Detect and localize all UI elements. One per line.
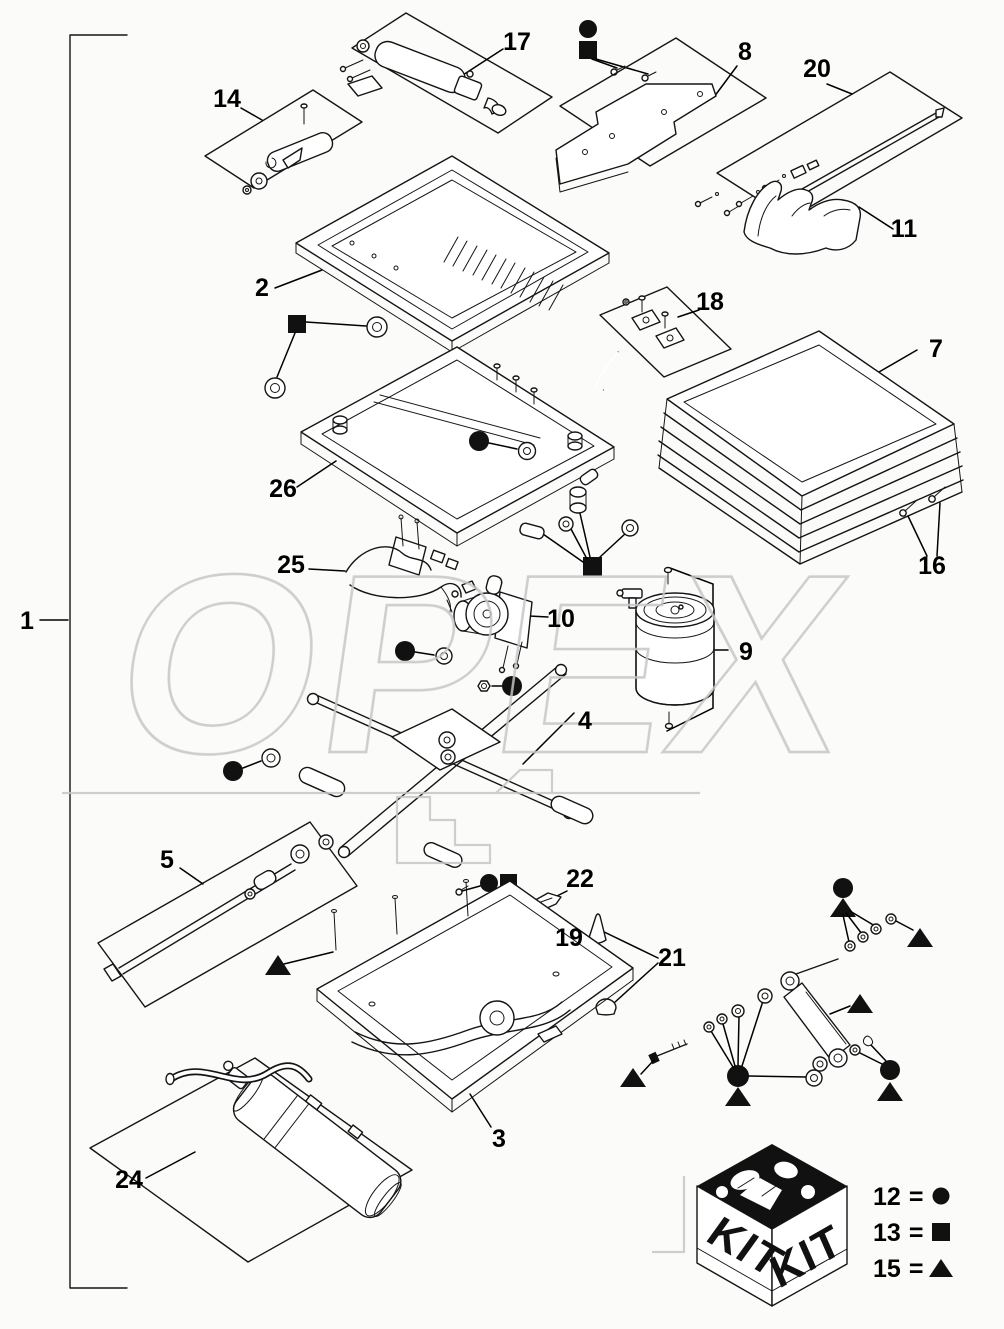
callout-8: 8 xyxy=(738,38,752,66)
part-11-molded-cover xyxy=(694,159,894,255)
callout-25: 25 xyxy=(277,551,305,579)
callout-18: 18 xyxy=(696,288,724,316)
callout-1: 1 xyxy=(20,607,34,635)
kit15-triangle-marker xyxy=(725,1087,751,1106)
callout-24: 24 xyxy=(115,1166,143,1194)
kit12-circle-marker xyxy=(579,20,597,38)
kit13-square-marker xyxy=(579,41,597,59)
part-24-air-tank xyxy=(89,1057,413,1263)
filled-triangle-icon xyxy=(929,1259,953,1277)
kit12-circle-marker xyxy=(833,878,853,898)
callout-17: 17 xyxy=(503,28,531,56)
part-7-bellows xyxy=(657,330,964,565)
part-16-screws xyxy=(899,486,946,557)
kit-marker-square-bushings xyxy=(264,315,388,399)
part-3-base-plate xyxy=(316,879,634,1128)
callout-2: 2 xyxy=(255,274,269,302)
kit-marker-circle-bushing-3 xyxy=(223,748,281,781)
callout-21: 21 xyxy=(658,944,686,972)
kit15-triangle-marker xyxy=(907,928,933,947)
callout-9: 9 xyxy=(739,638,753,666)
part-25-harness-bracket xyxy=(308,514,462,613)
part-26-upper-frame xyxy=(296,346,615,547)
callout-19: 19 xyxy=(555,924,583,952)
kit15-triangle-marker xyxy=(830,898,856,917)
kit-marker-circle-bushing-2 xyxy=(395,641,453,665)
callout-7: 7 xyxy=(929,335,943,363)
kit12-circle-marker xyxy=(502,676,522,696)
part-2-seat-frame xyxy=(274,155,610,353)
callout-4: 4 xyxy=(578,707,592,735)
legend-row-12: 12= xyxy=(873,1183,923,1211)
part-17-actuator-group xyxy=(339,12,553,134)
kit12-circle-marker xyxy=(880,1060,900,1080)
part-8-support-plate xyxy=(555,37,767,193)
callout-26: 26 xyxy=(269,475,297,503)
kit-marker-triangle-post xyxy=(265,951,334,975)
diagram-artwork xyxy=(39,12,964,1289)
part-14-actuator-group xyxy=(204,89,363,195)
watermark-text: OPEX xyxy=(102,522,867,807)
callout-22: 22 xyxy=(566,865,594,893)
kit-marker-square-isolators xyxy=(519,468,639,576)
part-10-compressor xyxy=(453,575,549,674)
kit15-triangle-marker xyxy=(877,1082,903,1101)
part-9-air-spring xyxy=(616,566,729,732)
kit-marker-circle-nut xyxy=(477,676,522,696)
kit12-circle-marker xyxy=(727,1065,749,1087)
kit12-circle-marker xyxy=(395,641,415,661)
filled-circle-icon xyxy=(932,1187,950,1205)
callout-3: 3 xyxy=(492,1125,506,1153)
kit-symbol-legend: 12= 13= 15= xyxy=(873,1183,953,1283)
kit15-triangle-marker xyxy=(265,955,291,975)
legend-row-13: 13= xyxy=(873,1219,923,1247)
kit12-circle-marker xyxy=(480,874,498,892)
kit-box-illustration: KIT KIT xyxy=(696,1144,850,1307)
kit12-circle-marker xyxy=(469,431,489,451)
kit-marker-circle-bushing xyxy=(469,431,537,461)
legend-row-15: 15= xyxy=(873,1255,923,1283)
part-18-clamp-group xyxy=(595,286,732,392)
callout-14: 14 xyxy=(213,85,241,113)
kit15-triangle-marker xyxy=(847,994,873,1013)
callout-10: 10 xyxy=(547,605,575,633)
kit13-square-marker xyxy=(288,315,306,333)
assembly-bracket xyxy=(39,34,128,1289)
part-4-scissor-linkage xyxy=(298,663,594,868)
watermark: OPEX xyxy=(62,521,868,1254)
kit-markers-part8 xyxy=(579,20,657,82)
callout-5: 5 xyxy=(160,846,174,874)
filled-square-icon xyxy=(932,1223,950,1241)
callout-16: 16 xyxy=(918,552,946,580)
shock-absorber-cluster xyxy=(620,878,933,1106)
kit15-triangle-marker xyxy=(620,1068,646,1087)
kit13-square-marker xyxy=(583,557,602,576)
part-5-guide-rod xyxy=(97,821,358,1008)
callout-20: 20 xyxy=(803,55,831,83)
callout-labels: 1 2 3 4 5 7 8 9 10 11 14 16 17 18 19 20 … xyxy=(20,28,946,1194)
callout-11: 11 xyxy=(891,215,918,243)
kit12-circle-marker xyxy=(223,761,243,781)
